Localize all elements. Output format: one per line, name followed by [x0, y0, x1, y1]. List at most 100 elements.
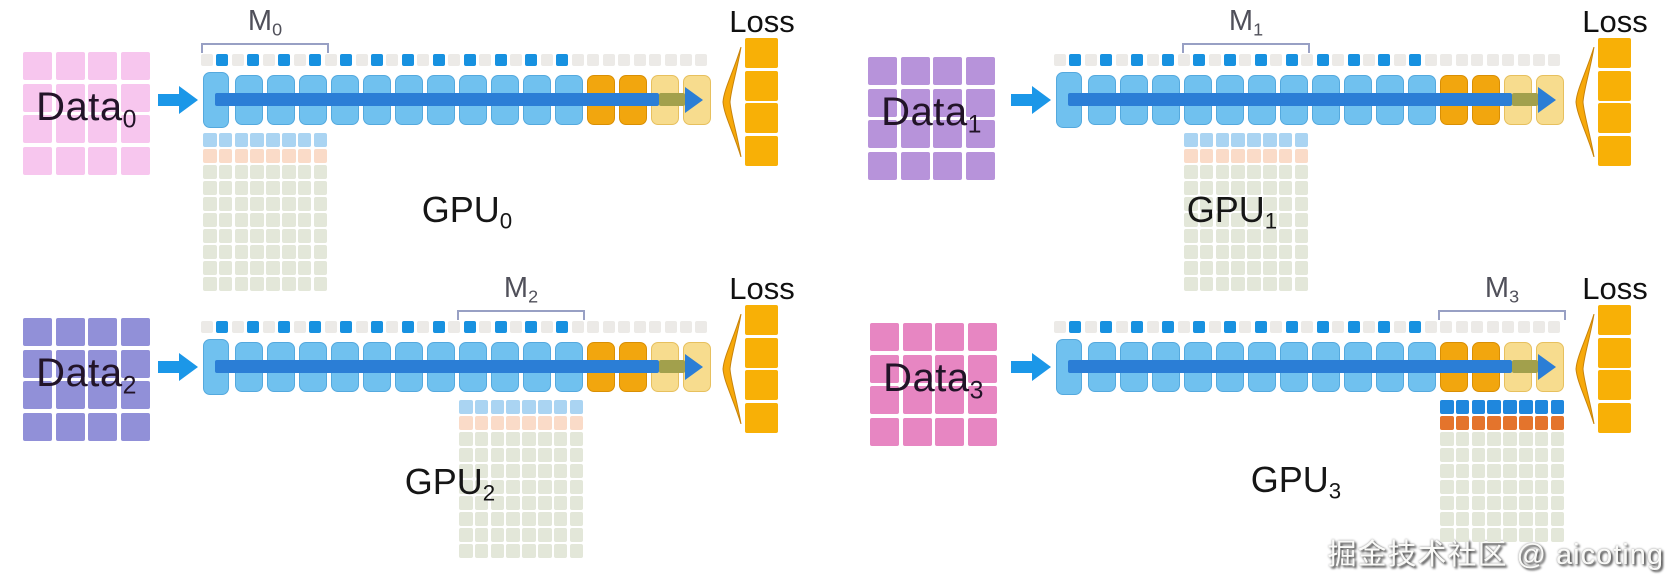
data-matrix-cell — [120, 115, 150, 143]
memory-cell-green — [1247, 213, 1261, 227]
data-matrix-cell — [965, 57, 995, 85]
memory-cell-green — [1294, 165, 1309, 179]
memory-cell-row1 — [1487, 400, 1501, 414]
token-cell-gray — [1208, 54, 1221, 66]
memory-cell-green — [218, 261, 233, 275]
memory-cell-row1 — [1263, 133, 1277, 147]
memory-cell-green — [203, 245, 217, 259]
memory-cell-green — [490, 464, 505, 478]
memory-cell-row2 — [1550, 416, 1565, 430]
memory-cell-row2 — [490, 416, 505, 430]
token-cell-blue — [556, 54, 569, 66]
token-cell-gray — [587, 321, 600, 333]
memory-cell-green — [282, 197, 296, 211]
memory-cell-green — [1534, 448, 1549, 462]
data-label-text: Data — [36, 85, 123, 129]
loss-cell — [745, 135, 778, 166]
memory-cell-green — [313, 245, 328, 259]
model-shard-bracket — [1438, 310, 1566, 320]
memory-cell-green — [1294, 245, 1309, 259]
memory-cell-row2 — [1519, 416, 1533, 430]
memory-cell-green — [1440, 512, 1454, 526]
memory-cell-row1 — [282, 133, 296, 147]
memory-cell-green — [1471, 528, 1486, 542]
memory-cell-green — [538, 448, 552, 462]
input-arrow-icon — [158, 353, 198, 381]
shard-label-text: M — [503, 272, 529, 304]
token-cell-gray — [1486, 54, 1499, 66]
memory-cell-green — [1519, 432, 1533, 446]
token-cell-gray — [1301, 54, 1314, 66]
loss-cell — [745, 337, 778, 368]
forward-arrow-body — [1068, 360, 1512, 373]
memory-cell-green — [218, 181, 233, 195]
data-matrix-cell — [902, 323, 932, 351]
token-cell-gray — [1054, 54, 1066, 66]
memory-cell-green — [1215, 245, 1230, 259]
data-matrix-cell — [933, 88, 962, 117]
memory-cell-green — [282, 165, 296, 179]
token-cell-blue — [1347, 321, 1360, 333]
memory-cell-green — [474, 544, 489, 558]
memory-cell-green — [569, 480, 584, 494]
memory-cell-green — [1199, 165, 1214, 179]
token-cell-gray — [633, 321, 646, 333]
memory-cell-green — [1471, 448, 1486, 462]
memory-cell-green — [250, 197, 264, 211]
data-label-text: Data — [883, 356, 970, 400]
loss-backward-chevron-icon — [1573, 313, 1595, 425]
data-matrix-cell — [933, 120, 962, 148]
memory-cell-green — [506, 496, 520, 510]
memory-cell-green — [474, 512, 489, 526]
memory-cell-green — [1184, 197, 1198, 211]
data-matrix-cell — [55, 146, 85, 175]
data-matrix-cell — [120, 146, 150, 175]
data-matrix-cell — [935, 386, 964, 414]
token-cell-gray — [1548, 321, 1561, 333]
input-arrow-icon — [1011, 86, 1051, 114]
memory-cell-green — [1278, 197, 1293, 211]
data-label: Data0 — [13, 85, 160, 134]
memory-cell-green — [1550, 528, 1565, 542]
data-label-subscript: 0 — [122, 106, 137, 134]
token-cell-gray — [1301, 321, 1314, 333]
memory-cell-green — [1247, 181, 1261, 195]
memory-cell-green — [538, 480, 552, 494]
token-cell-gray — [1177, 54, 1190, 66]
memory-cell-green — [1519, 464, 1533, 478]
token-cell-gray — [1455, 54, 1468, 66]
memory-cell-row1 — [1519, 400, 1533, 414]
memory-cell-green — [218, 165, 233, 179]
loss-cell — [1598, 337, 1631, 368]
data-matrix-cell — [933, 57, 962, 85]
token-cell-gray — [618, 321, 631, 333]
memory-cell-green — [1503, 496, 1517, 510]
memory-cell-green — [1487, 480, 1501, 494]
gpu-label-text: GPU — [404, 461, 483, 502]
data-matrix-cell — [88, 52, 117, 80]
memory-cell-green — [1294, 197, 1309, 211]
memory-cell-green — [1440, 496, 1454, 510]
memory-cell-green — [569, 528, 584, 542]
token-cell-gray — [1502, 321, 1515, 333]
memory-cell-green — [1199, 261, 1214, 275]
data-matrix-cell — [965, 120, 995, 148]
forward-arrow-olive-segment — [1512, 360, 1538, 373]
token-cell-gray — [1424, 321, 1437, 333]
token-cell-blue — [463, 54, 476, 66]
token-cell-blue — [247, 54, 260, 66]
token-cell-blue — [1131, 54, 1144, 66]
token-cell-blue — [1193, 321, 1206, 333]
token-cell-gray — [1208, 321, 1221, 333]
token-cell-blue — [216, 321, 229, 333]
memory-cell-green — [1519, 512, 1533, 526]
data-matrix-cell — [55, 115, 85, 143]
shard-label-subscript: 3 — [1509, 286, 1520, 307]
memory-cell-green — [506, 528, 520, 542]
memory-cell-green — [266, 245, 280, 259]
shard-label: M2 — [457, 272, 585, 307]
token-cell-gray — [355, 321, 368, 333]
memory-cell-green — [266, 229, 280, 243]
memory-cell-row1 — [553, 400, 568, 414]
gpu-label-subscript: 2 — [482, 480, 496, 506]
